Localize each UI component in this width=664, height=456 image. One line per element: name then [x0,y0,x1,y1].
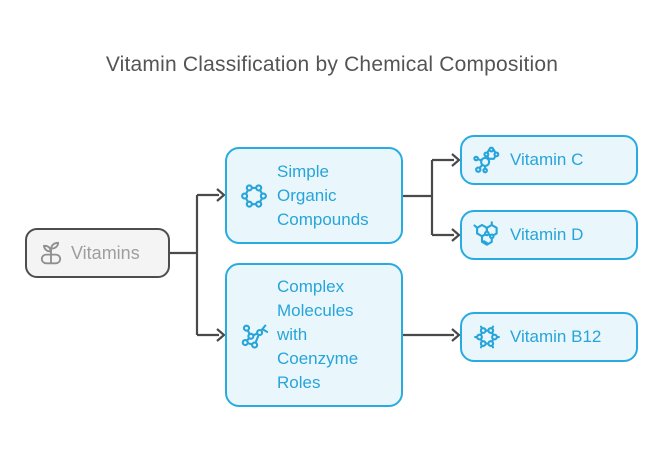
node-label-complex: Complex Molecules with Coenzyme Roles [277,277,359,392]
pill-sprout-icon [38,240,64,266]
node-label-vitamin-c: Vitamin C [510,150,584,169]
edge-to-vitamin-d [432,228,461,242]
node-label-vitamin-d: Vitamin D [510,225,584,244]
node-vitamin-b12: Vitamin B12 [460,312,638,362]
fused-rings-molecule-icon [472,220,502,250]
node-vitamin-d: Vitamin D [460,210,638,260]
edge-simple-trunk [403,160,434,235]
node-simple-organic-compounds: Simple Organic Compounds [225,147,403,244]
node-label-simple: Simple Organic Compounds [277,161,369,229]
edge-to-vitamin-c [432,153,461,167]
corrin-ring-molecule-icon [472,322,502,352]
node-vitamin-c: Vitamin C [460,135,638,185]
node-complex-molecules: Complex Molecules with Coenzyme Roles [225,263,403,407]
edge-vitamins-trunk [170,195,199,335]
node-label-vitamins: Vitamins [71,243,140,263]
hexagon-molecule-icon [239,181,269,211]
ascorbic-molecule-icon [472,145,502,175]
molecule-network-icon [239,320,269,350]
edge-to-vitamin-b12 [403,328,461,342]
node-label-vitamin-b12: Vitamin B12 [510,327,602,346]
node-vitamins: Vitamins [25,228,170,278]
edge-to-simple [197,188,226,202]
diagram-title: Vitamin Classification by Chemical Compo… [105,53,559,76]
edge-to-complex [197,328,226,342]
